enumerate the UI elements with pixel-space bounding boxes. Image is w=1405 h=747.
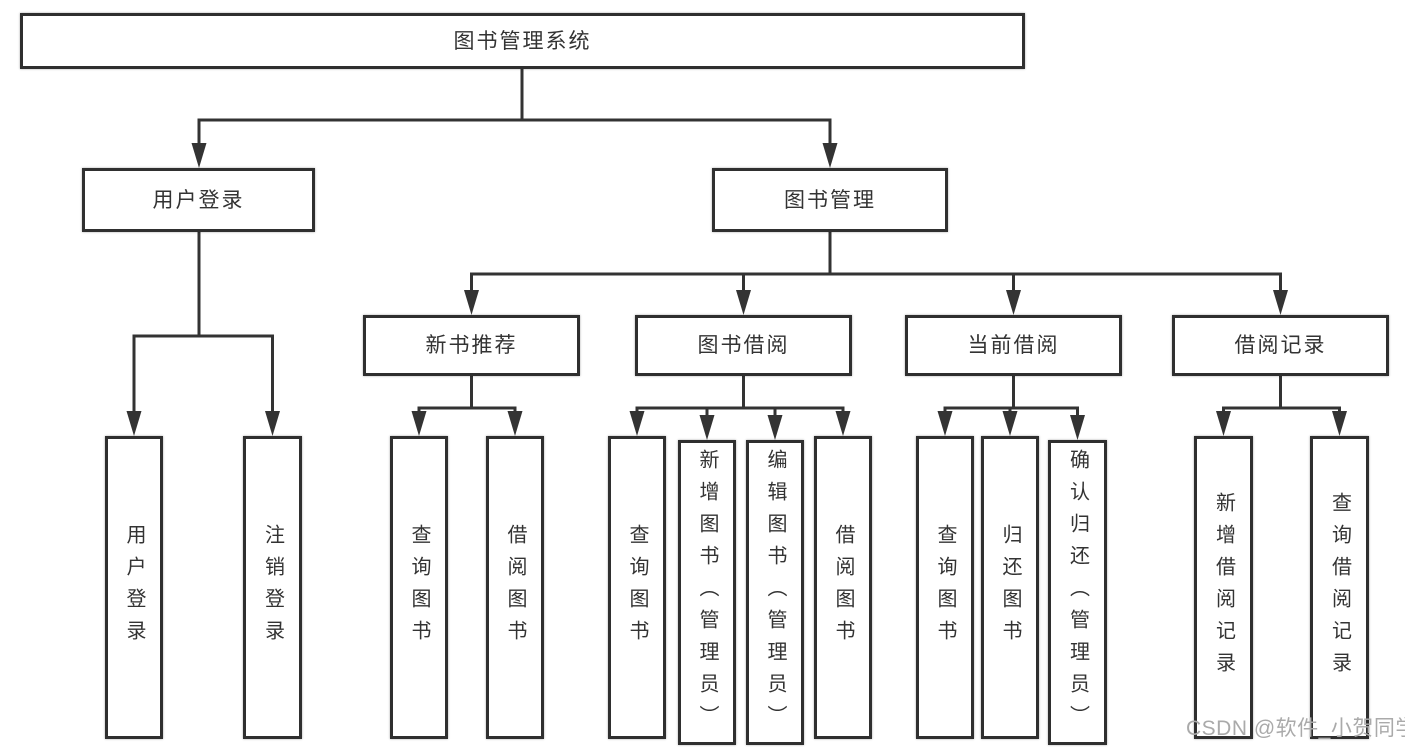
leaf-borrow-edit-admin: 编辑图书（管理员） — [746, 440, 804, 745]
leaf-borrow-edit-admin-label: 编辑图书（管理员） — [764, 448, 786, 737]
node-borrow-records: 借阅记录 — [1172, 315, 1389, 376]
leaf-record-query: 查询借阅记录 — [1310, 436, 1369, 739]
leaf-current-return-label: 归还图书 — [999, 523, 1021, 652]
node-borrow-records-label: 借阅记录 — [1234, 334, 1327, 357]
leaf-borrow-add-admin-label: 新增图书（管理员） — [696, 448, 718, 737]
csdn-watermark: CSDN @软件_小贺同学 — [1186, 717, 1405, 740]
leaf-current-return: 归还图书 — [981, 436, 1039, 739]
leaf-newbook-borrow: 借阅图书 — [486, 436, 544, 739]
leaf-borrow-query-label: 查询图书 — [626, 523, 648, 652]
node-system-root: 图书管理系统 — [20, 13, 1025, 69]
leaf-borrow-query: 查询图书 — [608, 436, 666, 739]
node-book-management-label: 图书管理 — [784, 188, 876, 212]
leaf-logout: 注销登录 — [243, 436, 302, 739]
leaf-logout-label: 注销登录 — [261, 523, 284, 652]
leaf-current-query-label: 查询图书 — [934, 523, 956, 652]
node-user-login: 用户登录 — [82, 168, 315, 232]
leaf-newbook-query: 查询图书 — [390, 436, 448, 739]
node-book-borrow-label: 图书借阅 — [697, 334, 790, 357]
node-current-borrow: 当前借阅 — [905, 315, 1122, 376]
leaf-user-login: 用户登录 — [105, 436, 163, 739]
leaf-current-confirm-admin: 确认归还（管理员） — [1048, 440, 1107, 745]
node-user-login-label: 用户登录 — [152, 188, 245, 212]
node-book-management: 图书管理 — [712, 168, 948, 232]
leaf-current-query: 查询图书 — [916, 436, 974, 739]
arrowheads — [126, 143, 1347, 440]
node-new-book-recommend-label: 新书推荐 — [425, 334, 518, 357]
leaf-current-confirm-admin-label: 确认归还（管理员） — [1066, 448, 1089, 737]
leaf-borrow-borrow: 借阅图书 — [814, 436, 872, 739]
leaf-newbook-borrow-label: 借阅图书 — [504, 523, 526, 652]
leaf-record-add-label: 新增借阅记录 — [1212, 491, 1235, 684]
node-new-book-recommend: 新书推荐 — [363, 315, 580, 376]
leaf-user-login-label: 用户登录 — [123, 523, 145, 652]
leaf-borrow-borrow-label: 借阅图书 — [832, 523, 854, 652]
node-system-root-label: 图书管理系统 — [453, 29, 592, 53]
leaf-record-query-label: 查询借阅记录 — [1328, 491, 1351, 684]
leaf-record-add: 新增借阅记录 — [1194, 436, 1253, 739]
leaf-borrow-add-admin: 新增图书（管理员） — [678, 440, 736, 745]
leaf-newbook-query-label: 查询图书 — [408, 523, 430, 652]
node-book-borrow: 图书借阅 — [635, 315, 852, 376]
node-current-borrow-label: 当前借阅 — [967, 334, 1060, 357]
